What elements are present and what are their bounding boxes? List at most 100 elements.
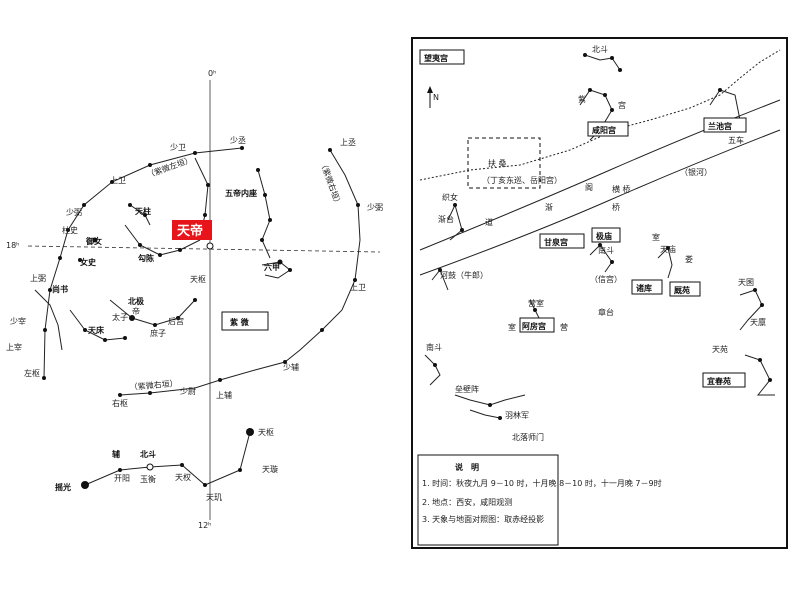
svg-text:天苑: 天苑	[712, 344, 728, 354]
tiandi-highlight	[172, 220, 212, 240]
svg-text:帝: 帝	[132, 306, 140, 316]
svg-text:营室: 营室	[528, 298, 544, 308]
right-wall-arc	[119, 149, 361, 396]
arc-label-left: （紫微左垣）	[145, 154, 194, 180]
svg-text:六甲: 六甲	[264, 262, 280, 272]
svg-text:（丁亥东巡、岳阳宫）: （丁亥东巡、岳阳宫）	[482, 175, 562, 185]
svg-text:渐台: 渐台	[438, 214, 454, 224]
wudi-line	[257, 169, 271, 259]
svg-text:天柱: 天柱	[135, 206, 151, 216]
svg-text:上卫: 上卫	[350, 283, 366, 292]
r-yulin-line	[469, 409, 501, 419]
svg-text:河鼓（牛郎）: 河鼓（牛郎）	[440, 270, 488, 280]
svg-text:上丞: 上丞	[340, 137, 356, 147]
svg-text:北落师门: 北落师门	[512, 432, 544, 442]
svg-text:上宰: 上宰	[6, 342, 22, 352]
svg-text:少宰: 少宰	[10, 316, 26, 326]
axis-label-top: 0ʰ	[208, 69, 216, 78]
legend-item-2: 2. 地点：西安，咸阳观测	[422, 497, 512, 507]
svg-text:天枢: 天枢	[258, 427, 274, 437]
svg-text:桥: 桥	[612, 202, 620, 212]
tianchuang-line	[69, 309, 126, 341]
svg-text:少丞: 少丞	[230, 135, 246, 145]
shangzai-line	[34, 289, 63, 351]
svg-text:女史: 女史	[80, 257, 97, 267]
box-wangyi: 望夷宫	[424, 53, 448, 63]
svg-text:少弼: 少弼	[66, 208, 82, 217]
svg-text:柱史: 柱史	[62, 225, 78, 235]
svg-text:左枢: 左枢	[24, 368, 40, 378]
horizontal-axis	[27, 245, 381, 253]
svg-text:摇光: 摇光	[55, 482, 71, 492]
tiandi-label: 天帝	[177, 223, 203, 239]
svg-text:太子: 太子	[112, 312, 128, 322]
axis-label-left: 18ʰ	[6, 241, 19, 250]
right-star-labels: 北斗 紫 宫 五车 （银河） 扶 桑 （丁亥东巡、岳阳宫） 织女 横 桥 阁 桥…	[426, 45, 766, 442]
svg-text:垒壁阵: 垒壁阵	[455, 384, 479, 394]
svg-text:娄: 娄	[685, 254, 693, 264]
svg-text:（信宫）: （信宫）	[590, 274, 622, 284]
ziwei-label: 紫 微	[230, 317, 249, 327]
legend-item-3: 3. 天象与地面对照图：取赤经投影	[422, 514, 544, 524]
fusang-dashed-box	[467, 137, 541, 189]
svg-text:勾陈: 勾陈	[138, 253, 154, 263]
r-tiandi-line	[657, 247, 673, 279]
svg-text:天庙: 天庙	[660, 244, 676, 254]
svg-text:天囷: 天囷	[738, 278, 754, 287]
svg-text:北斗: 北斗	[140, 449, 156, 459]
compass-label: N	[433, 93, 439, 102]
svg-text:五车: 五车	[728, 135, 744, 145]
svg-text:紫: 紫	[578, 95, 586, 104]
ziwei-box	[221, 311, 269, 331]
svg-text:宫: 宫	[618, 100, 626, 110]
r-nandou-line	[589, 244, 613, 273]
svg-text:道: 道	[485, 217, 493, 227]
arc-label-lower: （紫微右垣）	[129, 378, 178, 392]
box-yichun: 宜春苑	[707, 376, 731, 386]
svg-text:织女: 织女	[442, 192, 458, 202]
svg-text:天廪: 天廪	[750, 317, 766, 327]
svg-text:右枢: 右枢	[112, 398, 128, 408]
svg-text:上弼: 上弼	[30, 274, 46, 283]
r-zhinv-line	[447, 203, 463, 241]
svg-text:上卫: 上卫	[110, 176, 126, 185]
left-stars	[42, 146, 360, 397]
svg-text:辅: 辅	[112, 449, 120, 459]
svg-text:天玑: 天玑	[206, 493, 222, 502]
svg-text:少尉: 少尉	[180, 386, 196, 396]
box-ebang: 阿房宫	[522, 321, 546, 331]
svg-text:天璇: 天璇	[262, 464, 278, 474]
axis-label-bottom: 12ʰ	[198, 521, 211, 530]
svg-text:横 桥: 横 桥	[612, 184, 631, 194]
svg-text:开阳: 开阳	[114, 474, 130, 483]
box-xianyang: 咸阳宫	[592, 125, 616, 135]
svg-text:南斗: 南斗	[426, 342, 442, 352]
river-lower-bank	[419, 129, 781, 276]
svg-text:章台: 章台	[598, 307, 614, 317]
svg-text:北极: 北极	[128, 296, 144, 306]
svg-text:室: 室	[652, 232, 660, 242]
svg-text:营: 营	[560, 322, 568, 332]
svg-text:天枢: 天枢	[190, 274, 206, 284]
box-zhuku: 诸库	[636, 283, 652, 293]
svg-text:后宫: 后宫	[168, 316, 184, 326]
left-star-labels: 少丞 少卫 上卫 少弼 柱史 御女 天柱 女史 上弼 尚书 勾陈 五帝内座 六甲…	[6, 135, 383, 502]
svg-text:少辅: 少辅	[283, 362, 299, 372]
svg-text:扶 桑: 扶 桑	[488, 158, 507, 168]
box-lanchi: 兰池宫	[708, 121, 732, 131]
right-star-map: N	[417, 45, 781, 546]
box-ganquan: 甘泉宫	[544, 237, 568, 247]
ridge-line	[419, 49, 781, 181]
box-jimiao: 极庙	[596, 231, 612, 241]
svg-text:上辅: 上辅	[216, 390, 232, 400]
palace-boxes: 望夷宫 咸阳宫 兰池宫 甘泉宫 极庙 阿房宫 诸库 厩苑 宜春苑	[419, 49, 747, 388]
legend-title: 说 明	[455, 462, 479, 472]
beidou-line	[84, 431, 251, 486]
left-star-map: 0ʰ 12ʰ 18ʰ	[6, 69, 383, 530]
left-wall-arc	[43, 147, 243, 379]
svg-text:五帝内座: 五帝内座	[225, 188, 257, 198]
svg-text:御女: 御女	[85, 236, 102, 246]
svg-text:庶子: 庶子	[150, 328, 166, 338]
svg-text:室: 室	[508, 322, 516, 332]
